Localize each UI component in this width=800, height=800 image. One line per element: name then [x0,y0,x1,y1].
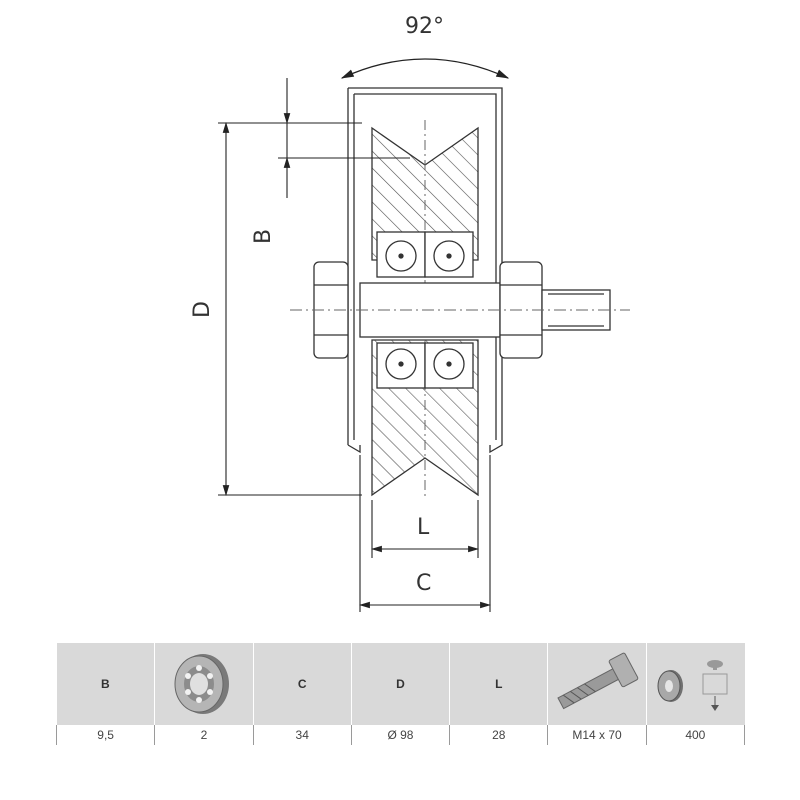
dim-b-label: B [251,229,276,244]
specs-value-row: 9,5 2 34 Ø 98 28 M14 x 70 400 [55,725,746,745]
value-load: 400 [646,725,746,745]
dim-l-label: L [417,515,430,540]
bearing-icon [174,654,229,714]
value-bolt: M14 x 70 [547,725,647,745]
value-c: 34 [253,725,352,745]
header-d: D [351,643,451,725]
value-l: 28 [449,725,549,745]
header-load [646,643,745,725]
value-d: Ø 98 [351,725,451,745]
bolt-icon [557,652,639,710]
dimension-l [370,500,480,558]
specs-header-row: B C D L [56,643,745,725]
header-bearing [154,643,254,725]
bearing-bottom [376,342,474,389]
dim-d-label: D [190,301,215,318]
angle-label: 92° [405,14,444,39]
header-c: C [253,643,352,725]
value-bearing: 2 [154,725,254,745]
specs-table: B C D L [55,643,746,745]
value-b: 9,5 [55,725,156,745]
load-icon [657,660,728,711]
axle-bolt [290,261,630,359]
header-bolt [547,643,647,725]
dim-c-label: C [416,571,431,596]
angle-arc [340,58,510,79]
bearing-top [376,231,474,278]
header-b: B [56,643,156,725]
technical-drawing: 92° [190,14,630,612]
dimension-c [358,455,492,612]
header-l: L [449,643,549,725]
dimension-b [278,78,410,198]
